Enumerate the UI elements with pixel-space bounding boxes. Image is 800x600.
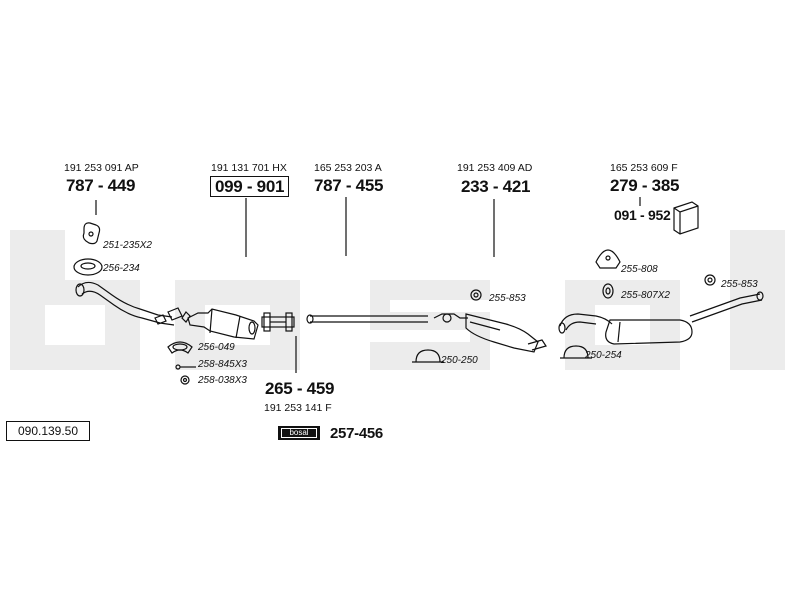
paste-tube-icon: bosal bbox=[278, 426, 320, 440]
part-number-main: 099 - 901 bbox=[210, 176, 290, 197]
pipe-clamp-icon bbox=[261, 312, 295, 332]
small-part-label: 256-049 bbox=[198, 342, 235, 353]
middle-silencer-icon bbox=[433, 313, 547, 353]
oem-number: 165 253 609 F bbox=[610, 162, 678, 174]
small-part-label: 255-853 bbox=[721, 279, 758, 290]
paste-part-number: 257-456 bbox=[330, 425, 383, 442]
part-number: 279 - 385 bbox=[610, 176, 680, 195]
oem-number: 191 131 701 HX bbox=[211, 162, 287, 174]
oem-number: 191 253 409 AD bbox=[457, 162, 533, 174]
catalog-number: 090.139.50 bbox=[6, 421, 90, 441]
oem-number: 191 253 141 F bbox=[264, 402, 332, 414]
small-part-label: 250-250 bbox=[441, 355, 478, 366]
part-number: 233 - 421 bbox=[461, 177, 531, 196]
small-part-label: 258-038X3 bbox=[198, 375, 247, 386]
small-part-label: 256-234 bbox=[103, 263, 140, 274]
fitting-kit-number: 091 - 952 bbox=[614, 207, 671, 223]
ring-icon bbox=[602, 283, 614, 299]
small-part-label: 255-853 bbox=[489, 293, 526, 304]
paste-tag-label: bosal bbox=[281, 428, 317, 438]
small-part-label: 251-235X2 bbox=[103, 240, 152, 251]
small-part-label: 250-254 bbox=[585, 350, 622, 361]
small-part-label: 255-808 bbox=[621, 264, 658, 275]
fitting-kit-icon bbox=[673, 201, 699, 235]
front-pipe-icon bbox=[75, 281, 183, 326]
rubber-hanger-icon bbox=[595, 249, 621, 269]
nut-icon bbox=[180, 375, 190, 385]
oem-number: 165 253 203 A bbox=[314, 162, 382, 174]
catalytic-converter-icon bbox=[181, 308, 259, 340]
part-number: 265 - 459 bbox=[265, 379, 335, 398]
intermediate-pipe-icon bbox=[306, 314, 428, 324]
bracket-icon bbox=[82, 222, 101, 245]
bolt-icon bbox=[175, 364, 196, 370]
part-number: 787 - 449 bbox=[66, 176, 136, 195]
small-part-label: 258-845X3 bbox=[198, 359, 247, 370]
flange-gasket-icon bbox=[167, 341, 193, 354]
rubber-mount-icon bbox=[704, 274, 716, 286]
part-number: 787 - 455 bbox=[314, 176, 384, 195]
rubber-mount-icon bbox=[470, 289, 482, 301]
small-part-label: 255-807X2 bbox=[621, 290, 670, 301]
clamp-icon bbox=[560, 345, 592, 359]
oem-number: 191 253 091 AP bbox=[64, 162, 139, 174]
clamp-icon bbox=[412, 349, 444, 363]
gasket-icon bbox=[73, 258, 103, 276]
rear-silencer-icon bbox=[558, 291, 764, 345]
